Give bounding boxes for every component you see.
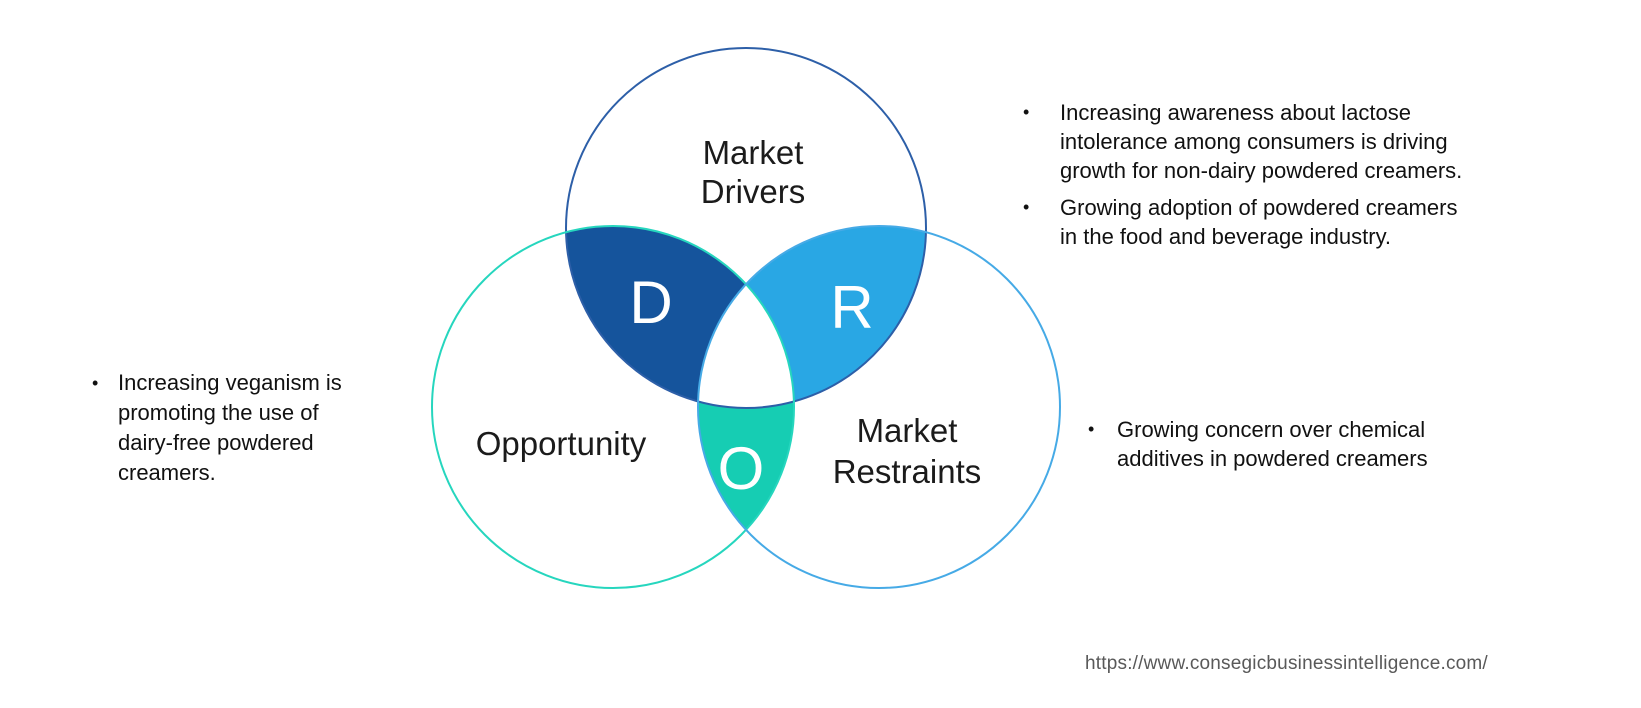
region-letter-r: R [830, 274, 873, 341]
bullet-dot: • [1088, 419, 1095, 439]
note-line: Increasing veganism is [118, 370, 342, 395]
note-item: • Growing concern over chemical additive… [1088, 415, 1428, 473]
source-url: https://www.consegicbusinessintelligence… [1085, 653, 1488, 674]
note-text: Increasing veganism is promoting the use… [118, 368, 342, 488]
note-line: additives in powdered creamers [1117, 446, 1428, 471]
bullet-dot: • [1023, 197, 1030, 217]
note-text: Increasing awareness about lactose intol… [1060, 98, 1462, 185]
note-line: promoting the use of [118, 400, 319, 425]
notes-market-drivers: • Increasing awareness about lactose int… [1023, 98, 1462, 251]
label-market-drivers-line1: Market [703, 134, 804, 171]
note-line: in the food and beverage industry. [1060, 224, 1392, 249]
note-item: • Increasing veganism is promoting the u… [92, 368, 342, 488]
note-item: • Growing adoption of powdered creamers … [1023, 193, 1462, 251]
label-opportunity: Opportunity [476, 425, 647, 462]
notes-market-restraints: • Growing concern over chemical additive… [1088, 415, 1428, 473]
region-letter-o: O [718, 435, 765, 502]
circle-market-drivers [565, 47, 927, 409]
label-market-restraints-line1: Market [857, 412, 958, 449]
note-line: dairy-free powdered [118, 430, 314, 455]
note-text: Growing adoption of powdered creamers in… [1060, 193, 1457, 251]
circle-market-restraints [697, 225, 1061, 589]
note-line: intolerance among consumers is driving [1060, 129, 1448, 154]
region-letter-d: D [629, 269, 672, 336]
bullet-dot: • [1023, 102, 1030, 122]
bullet-dot: • [92, 373, 99, 393]
note-line: Increasing awareness about lactose [1060, 100, 1411, 125]
note-line: Growing concern over chemical [1117, 417, 1426, 442]
note-line: growth for non-dairy powdered creamers. [1060, 158, 1463, 183]
note-item: • Increasing awareness about lactose int… [1023, 98, 1462, 185]
note-text: Growing concern over chemical additives … [1117, 415, 1428, 473]
label-market-restraints-line2: Restraints [833, 453, 982, 490]
circle-opportunity [431, 225, 795, 589]
note-line: Growing adoption of powdered creamers [1060, 195, 1458, 220]
notes-opportunity: • Increasing veganism is promoting the u… [92, 368, 342, 488]
note-line: creamers. [118, 460, 216, 485]
label-market-drivers-line2: Drivers [701, 173, 806, 210]
